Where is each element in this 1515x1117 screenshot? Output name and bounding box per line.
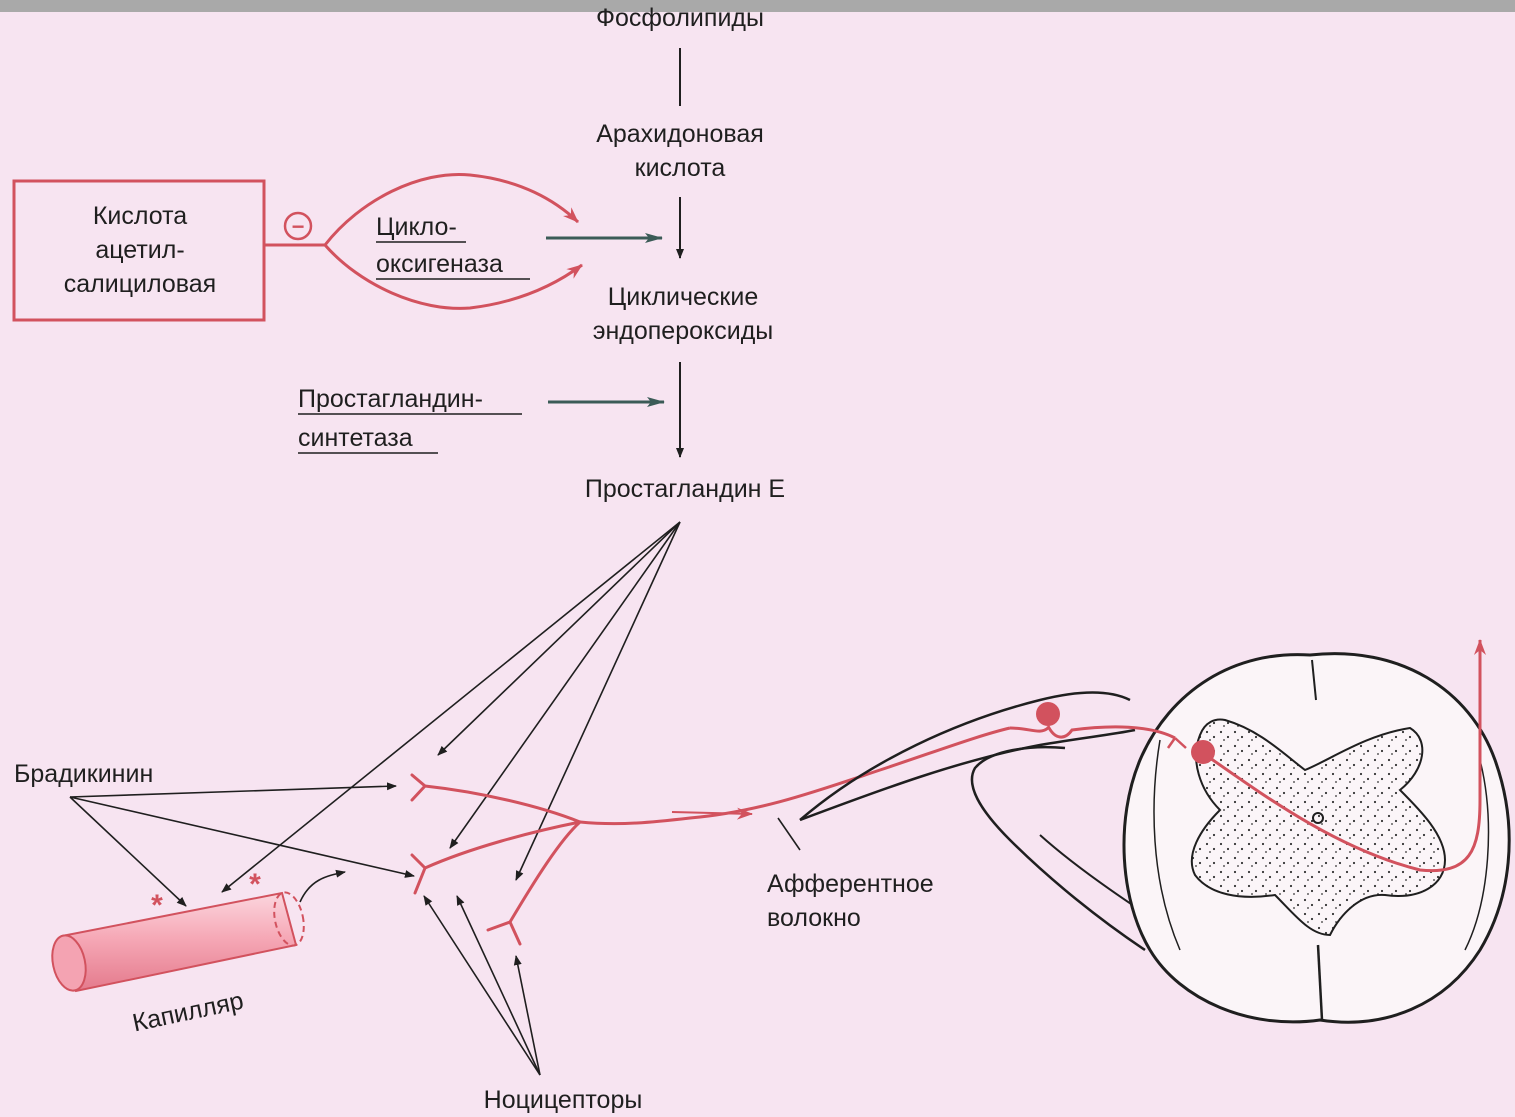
nociceptor-endings — [412, 775, 690, 944]
endoperoxides-label-line2: эндопероксиды — [593, 317, 774, 345]
cox-label-line1: Цикло- — [376, 213, 457, 241]
minus-sign: − — [292, 214, 305, 239]
bradykinin-label: Брадикинин — [14, 760, 153, 788]
capillary-outflow-arrow — [300, 872, 345, 902]
pg-synthetase-label-line2: синтетаза — [298, 424, 413, 452]
pge-label: Простагландин Е — [585, 475, 785, 503]
capillary-label: Капилляр — [130, 987, 246, 1038]
afferent-fiber — [690, 728, 1010, 818]
cox-label-line2: оксигеназа — [376, 250, 503, 278]
afferent-pointer — [778, 818, 800, 850]
phospholipids-label: Фосфолипиды — [596, 4, 764, 32]
aspirin-label-line1: Кислота — [93, 202, 187, 230]
ganglion-neuron — [1036, 702, 1060, 726]
nociceptors-label: Ноцицепторы — [484, 1086, 643, 1114]
afferent-label-line1: Афферентное — [767, 870, 934, 898]
endoperoxides-label-line1: Циклические — [608, 283, 758, 311]
arachidonic-label-line1: Арахидоновая — [596, 120, 764, 148]
asterisk-right: * — [249, 868, 261, 901]
afferent-label-line2: волокно — [767, 904, 861, 932]
nociceptor-arrows — [424, 896, 540, 1075]
aspirin-label-line3: салициловая — [64, 270, 216, 298]
capillary — [48, 890, 309, 994]
arachidonic-label-line2: кислота — [635, 154, 726, 182]
spinal-cord — [800, 654, 1509, 1023]
pge-arrows — [222, 522, 680, 892]
aspirin-label-line2: ацетил- — [95, 236, 184, 264]
bradykinin-arrows — [70, 786, 414, 906]
pg-synthetase-label-line1: Простагландин- — [298, 385, 483, 413]
asterisk-left: * — [151, 889, 163, 922]
